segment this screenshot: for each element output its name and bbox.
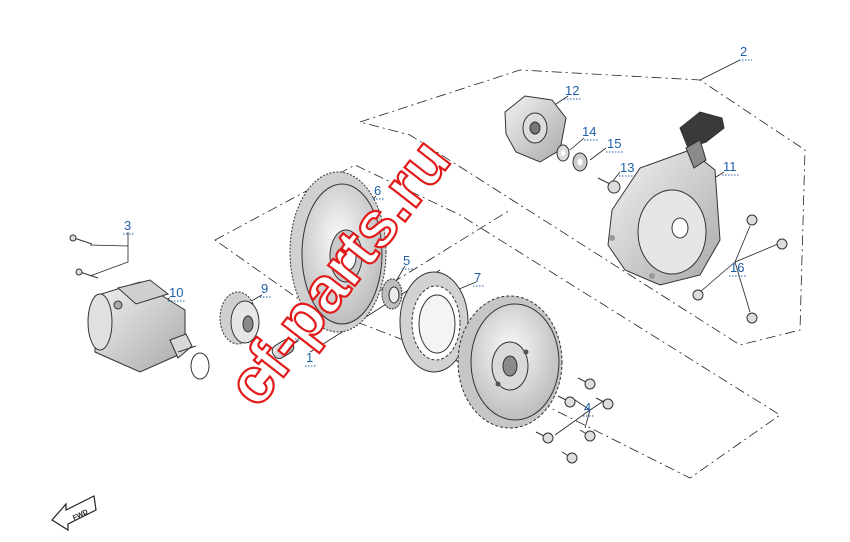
label-part-13[interactable]: 13	[619, 160, 637, 177]
leader-15	[589, 147, 607, 161]
label-part-12[interactable]: 12	[564, 83, 582, 100]
part-11-recoil-housing	[607, 111, 725, 286]
leader-13	[611, 171, 621, 183]
label-part-16[interactable]: 16	[729, 260, 747, 277]
part-10-o-ring	[190, 352, 210, 380]
svg-text:5: 5	[403, 253, 410, 268]
leader-16a	[734, 225, 751, 263]
part-labels: 2 3 4 5 6 7 8 9 1 10 11 12 13 14 15 16	[123, 44, 752, 417]
svg-text:6: 6	[374, 183, 381, 198]
svg-text:4: 4	[584, 400, 591, 415]
label-part-5[interactable]: 5	[402, 253, 413, 270]
label-part-7[interactable]: 7	[473, 270, 484, 287]
leader-3	[89, 232, 129, 247]
label-part-10[interactable]: 10	[168, 285, 186, 302]
svg-text:13: 13	[620, 160, 634, 175]
label-part-15[interactable]: 15	[606, 136, 624, 153]
svg-text:8: 8	[296, 323, 303, 338]
label-part-11[interactable]: 11	[722, 159, 740, 176]
leader-16d	[734, 261, 751, 313]
svg-text:1: 1	[306, 350, 313, 365]
label-part-2[interactable]: 2	[739, 44, 752, 61]
svg-text:11: 11	[723, 159, 737, 174]
svg-text:3: 3	[124, 218, 131, 233]
recoil-starter-group-outline	[358, 69, 806, 346]
svg-text:10: 10	[169, 285, 183, 300]
svg-text:9: 9	[261, 281, 268, 296]
label-part-6[interactable]: 6	[373, 183, 384, 200]
part-4-flywheel	[457, 295, 563, 429]
watermark-text: cf-parts.ru	[212, 125, 464, 419]
svg-text:7: 7	[474, 270, 481, 285]
part-8-shaft	[271, 339, 295, 359]
part-15-washer	[572, 152, 588, 172]
part-5-bearing	[381, 278, 403, 310]
leader-2	[699, 59, 741, 81]
part-6-reduction-gear	[289, 171, 387, 333]
label-part-14[interactable]: 14	[581, 124, 599, 141]
label-part-4[interactable]: 4	[583, 400, 594, 417]
part-10-starter-motor	[87, 279, 197, 373]
part-3-bolts	[69, 234, 99, 279]
svg-text:2: 2	[740, 44, 747, 59]
svg-text:15: 15	[607, 136, 621, 151]
svg-text:14: 14	[582, 124, 596, 139]
label-part-3[interactable]: 3	[123, 218, 134, 235]
leader-16c	[699, 261, 736, 293]
svg-text:12: 12	[565, 83, 579, 98]
label-part-1[interactable]: 1	[305, 350, 316, 367]
fwd-arrow-icon: FWD	[51, 495, 97, 532]
part-9-pinion-gear	[219, 291, 260, 345]
part-13-bolt	[597, 177, 621, 194]
leader-4c	[584, 409, 591, 429]
leader-4d	[554, 409, 591, 436]
leader-3b	[89, 246, 129, 277]
part-4-bolts	[535, 377, 614, 464]
label-part-9[interactable]: 9	[260, 281, 271, 298]
leader-16b	[734, 243, 779, 263]
svg-text:16: 16	[730, 260, 744, 275]
part-7-one-way-clutch	[399, 271, 469, 373]
label-part-8[interactable]: 8	[295, 323, 306, 340]
part-16-bolts	[692, 214, 788, 324]
part-14-washer	[556, 144, 570, 162]
